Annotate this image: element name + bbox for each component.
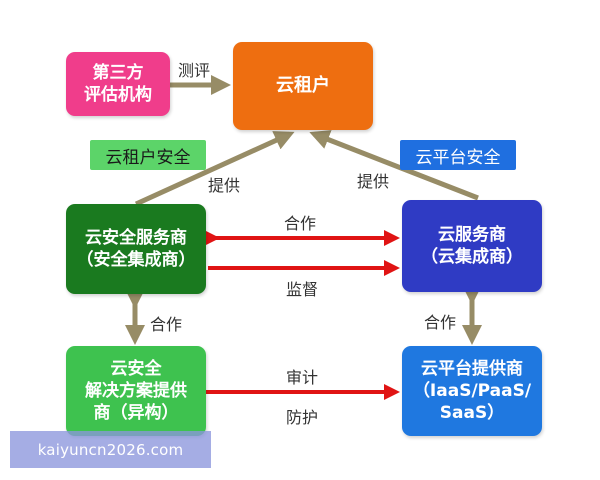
node-platform-provider: 云平台提供商（IaaS/PaaS/SaaS）	[402, 346, 542, 436]
node-line: （IaaS/PaaS/	[412, 380, 532, 401]
node-security-solution-text: 云安全解决方案提供商（异构）	[85, 358, 187, 424]
watermark-text: kaiyuncn2026.com	[10, 431, 211, 468]
node-line: 云租户	[276, 75, 330, 97]
label-protect: 防护	[286, 408, 319, 427]
node-line: 评估机构	[84, 85, 152, 105]
label-provide-right: 提供	[357, 172, 390, 191]
node-line: 商（异构）	[93, 403, 179, 424]
label-cooperate-right: 合作	[424, 313, 457, 332]
node-cloud-provider-text: 云服务商（云集成商）	[421, 224, 523, 268]
node-line: 云安全服务商	[85, 227, 187, 248]
node-platform-provider-text: 云平台提供商（IaaS/PaaS/SaaS）	[413, 358, 531, 424]
node-line: （安全集成商）	[76, 250, 196, 270]
arrow-provide-left	[134, 131, 295, 207]
label-supervise: 监督	[286, 280, 319, 299]
node-line: 云平台提供商	[421, 358, 523, 379]
tag-tenant-security: 云租户安全	[90, 140, 206, 170]
node-tenant: 云租户	[233, 42, 373, 130]
node-line: 解决方案提供	[85, 380, 187, 401]
label-audit: 审计	[286, 368, 319, 387]
node-tenant-text: 云租户	[276, 74, 330, 97]
node-line: （云集成商）	[421, 247, 523, 267]
node-security-provider-text: 云安全服务商（安全集成商）	[77, 227, 196, 271]
node-security-provider: 云安全服务商（安全集成商）	[66, 204, 206, 294]
node-cloud-provider: 云服务商（云集成商）	[402, 200, 542, 292]
label-provide-left: 提供	[208, 176, 241, 195]
node-security-solution: 云安全解决方案提供商（异构）	[66, 346, 206, 436]
node-line: SaaS）	[439, 403, 505, 424]
label-cooperate-left: 合作	[150, 315, 183, 334]
node-line: 第三方	[92, 62, 144, 83]
tag-platform-security: 云平台安全	[400, 140, 516, 170]
node-line: 云安全	[110, 358, 162, 379]
node-line: 云服务商	[438, 224, 506, 245]
label-cooperate-top: 合作	[284, 214, 317, 233]
node-evaluator: 第三方评估机构	[66, 52, 170, 116]
node-evaluator-text: 第三方评估机构	[84, 62, 152, 106]
label-evaluate: 测评	[178, 61, 211, 80]
arrow-provide-right	[309, 130, 479, 201]
